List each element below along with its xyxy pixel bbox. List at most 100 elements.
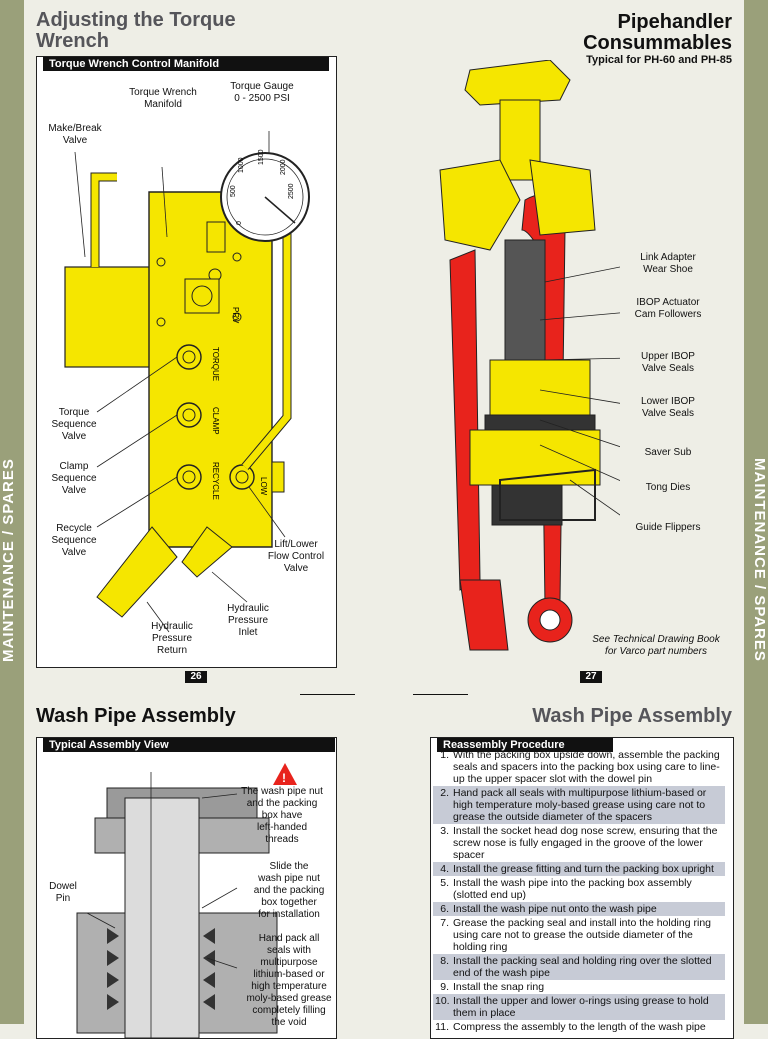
label-pressure-return-line: Pressure — [151, 633, 192, 644]
step-number: 3. — [440, 825, 449, 837]
reassembly-step: 5.Install the wash pipe into the packing… — [433, 876, 725, 902]
label-dowel-pin: Dowel Pin — [41, 881, 85, 905]
label-gauge-line: 0 - 2500 PSI — [234, 93, 290, 104]
label-make-break-line: Make/Break — [48, 123, 102, 134]
step-text: Install the wash pipe nut onto the wash … — [453, 903, 657, 915]
note-line: for Varco part numbers — [605, 646, 707, 657]
gauge-tick-2000: 2000 — [280, 159, 287, 175]
reassembly-panel-title: Reassembly Procedure — [437, 738, 613, 752]
label-lift-lower-line: Flow Control — [267, 551, 325, 562]
gauge-tick-1500: 1500 — [258, 149, 265, 165]
step-number: 11. — [435, 1021, 449, 1033]
title-line-2: Wrench — [36, 30, 109, 52]
note-line: the void — [271, 1017, 307, 1028]
label-recycle-sequence-line: Recycle — [56, 523, 92, 534]
callout-ibop-actuator: IBOP Actuator Cam Followers — [626, 297, 710, 321]
label-clamp-sequence-line: Valve — [61, 485, 87, 496]
label-clamp-sequence-line: Clamp — [59, 461, 89, 472]
label-manifold-line: Manifold — [144, 99, 182, 110]
gauge-tick-500: 500 — [230, 185, 237, 197]
step-text: Install the socket head dog nose screw, … — [453, 825, 718, 861]
callout-line: Lower IBOP — [641, 396, 695, 407]
wash-pipe-diagram: ! — [76, 763, 297, 1038]
reassembly-step: 1.With the packing box upside down, asse… — [433, 748, 725, 786]
gauge-tick-1000: 1000 — [238, 157, 245, 173]
step-number: 6. — [440, 903, 449, 915]
gauge-tick-0: 0 — [236, 221, 243, 225]
note-line: See Technical Drawing Book — [592, 634, 720, 645]
callout-line: Wear Shoe — [643, 264, 693, 275]
callout-line: Tong Dies — [645, 482, 691, 493]
step-number: 4. — [440, 863, 449, 875]
title-line-1: Adjusting the Torque — [36, 9, 236, 31]
label-clamp-sequence-line: Sequence — [51, 473, 97, 484]
manifold-diagram: 0 500 1000 1500 2000 2500 PRV TORQUE CLA… — [64, 131, 310, 633]
reassembly-step: 4. Install the grease fitting and turn th… — [433, 862, 725, 876]
right-side-band — [744, 0, 768, 1024]
step-text: Install the grease fitting and turn the … — [453, 863, 714, 875]
label-manifold-line: Torque Wrench — [129, 87, 197, 98]
step-number: 5. — [440, 877, 449, 889]
label-pressure-return: Hydraulic Pressure Return — [137, 621, 207, 657]
callout-tong-dies: Tong Dies — [628, 482, 708, 494]
wash-pipe-title-right: Wash Pipe Assembly — [532, 705, 732, 727]
reassembly-step: 7. Grease the packing seal and install in… — [433, 916, 725, 954]
callout-line: Upper IBOP — [641, 351, 695, 362]
callout-saver-sub: Saver Sub — [628, 447, 708, 459]
note-line: moly-based grease — [246, 993, 332, 1004]
pipehandler-illustration — [439, 60, 620, 651]
reassembly-step: 11.Compress the assembly to the length o… — [433, 1020, 725, 1034]
note-line: The wash pipe nut — [241, 786, 323, 797]
note-line: Pin — [55, 893, 71, 904]
label-recycle-sequence-line: Valve — [61, 547, 87, 558]
step-number: 7. — [440, 917, 449, 929]
manifold-panel-title: Torque Wrench Control Manifold — [43, 57, 329, 71]
label-torque-sequence-line: Valve — [61, 431, 87, 442]
reassembly-steps: 1.With the packing box upside down, asse… — [433, 748, 725, 1034]
callout-upper-ibop: Upper IBOP Valve Seals — [628, 351, 708, 375]
note-line: completely filling — [252, 1005, 326, 1016]
label-pressure-return-line: Return — [156, 645, 187, 656]
step-text: Install the upper and lower o-rings usin… — [453, 995, 709, 1019]
wash-pipe-title-left: Wash Pipe Assembly — [36, 705, 236, 727]
callout-line: IBOP Actuator — [636, 297, 700, 308]
label-pressure-inlet-line: Inlet — [238, 627, 258, 638]
label-torque-sequence: Torque Sequence Valve — [39, 407, 109, 443]
step-number: 1. — [440, 749, 449, 761]
note-line: Dowel — [49, 881, 77, 892]
step-number: 8. — [440, 955, 449, 967]
right-section-label: MAINTENANCE / SPARES — [751, 458, 768, 662]
note-line: high temperature — [251, 981, 327, 992]
divider-left — [300, 694, 355, 695]
label-gauge-line: Torque Gauge — [230, 81, 294, 92]
page-27-title: Pipehandler Consummables — [500, 12, 732, 54]
label-lift-lower: Lift/Lower Flow Control Valve — [257, 539, 335, 575]
label-clamp-sequence: Clamp Sequence Valve — [39, 461, 109, 497]
label-slide-together: Slide the wash pipe nut and the packing … — [247, 861, 331, 921]
mark-lower: LOW — [259, 477, 268, 496]
divider-right — [413, 694, 468, 695]
label-pressure-inlet-line: Pressure — [227, 615, 268, 626]
page-number-27: 27 — [580, 671, 602, 683]
note-line: for installation — [258, 909, 320, 920]
note-line: threads — [265, 834, 299, 845]
label-lift-lower-line: Lift/Lower — [274, 539, 318, 550]
title-line-1: Pipehandler — [617, 11, 732, 33]
label-pressure-return-line: Hydraulic — [151, 621, 193, 632]
left-section-label: MAINTENANCE / SPARES — [0, 458, 17, 662]
reassembly-step: 3. Install the socket head dog nose screw… — [433, 824, 725, 862]
step-number: 2. — [440, 787, 449, 799]
label-torque-sequence-line: Sequence — [51, 419, 97, 430]
label-make-break-line: Valve — [62, 135, 88, 146]
label-recycle-sequence-line: Sequence — [51, 535, 97, 546]
page-26-title: Adjusting the Torque Wrench — [36, 10, 236, 52]
callout-link-adapter: Link Adapter Wear Shoe — [628, 252, 708, 276]
mark-torque: TORQUE — [211, 347, 220, 381]
reassembly-step: 10.Install the upper and lower o-rings u… — [433, 994, 725, 1020]
step-text: Grease the packing seal and install into… — [453, 917, 711, 953]
assembly-panel-title: Typical Assembly View — [43, 738, 335, 752]
callout-line: Cam Followers — [634, 309, 702, 320]
note-line: Slide the — [269, 861, 309, 872]
note-line: seals with — [267, 945, 311, 956]
note-line: Hand pack all — [258, 933, 320, 944]
